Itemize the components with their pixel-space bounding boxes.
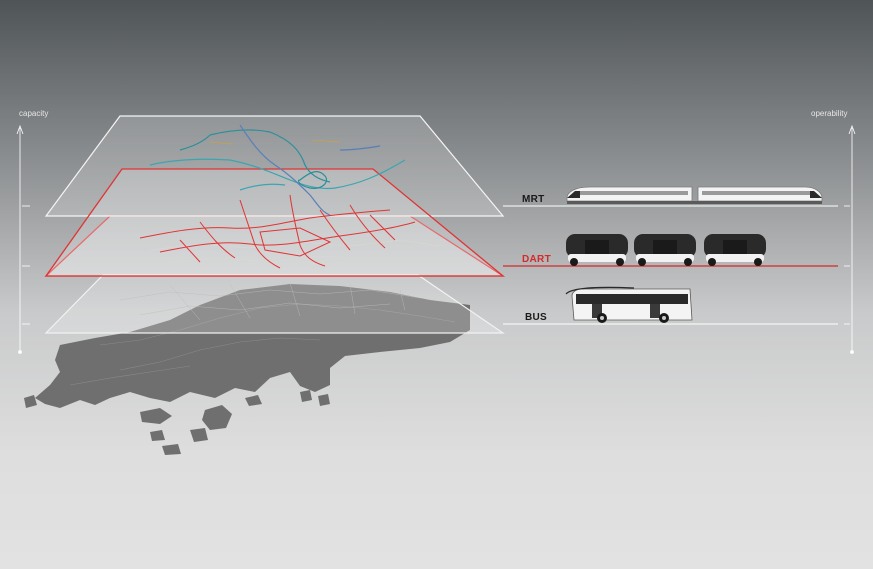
mrt-plane: [44, 115, 505, 217]
ground-coastline-detail: [69, 303, 456, 386]
operability-axis: [844, 124, 856, 354]
bus-road-network: [119, 282, 421, 321]
dart-label: DART: [522, 254, 551, 265]
mrt-label: MRT: [522, 194, 545, 205]
ground-landmass: [24, 284, 470, 455]
dart-red-plane: [44, 168, 505, 277]
bus-plane: [44, 274, 505, 334]
dart-pods-icon: [566, 234, 766, 266]
capacity-axis: [16, 124, 30, 354]
bus-icon: [565, 286, 693, 323]
operability-axis-label: operability: [811, 109, 848, 118]
bus-label: BUS: [525, 312, 548, 323]
mrt-train-icon: [566, 186, 823, 204]
capacity-axis-label: capacity: [19, 109, 49, 118]
dart-network: [139, 194, 416, 269]
mrt-network: [149, 124, 406, 216]
